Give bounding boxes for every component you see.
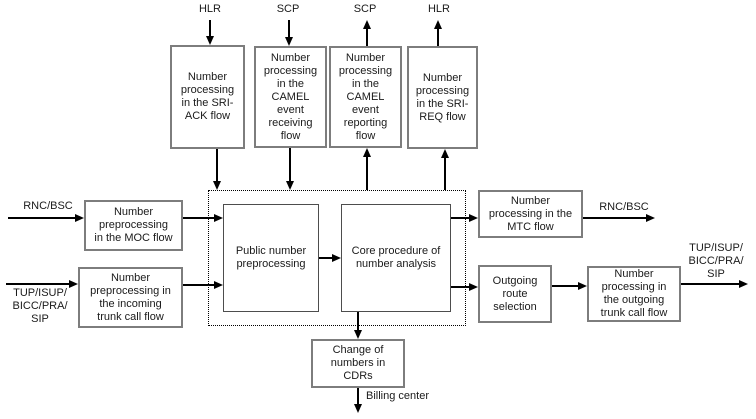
arrow-moc-to-public-head: [214, 213, 223, 222]
label-scp-out: SCP: [353, 3, 377, 15]
label-rnc-bsc-out: RNC/BSC: [599, 201, 649, 213]
arrow-analysis-to-camel-reporting-line: [366, 156, 368, 190]
arrow-mtc-to-rnc-bsc-head: [646, 213, 655, 222]
analysis-region-dotted-box: [208, 190, 466, 326]
node-camel-event-receiving-flow: Number processing in the CAMEL event rec…: [254, 46, 327, 148]
arrow-core-to-mtc-head: [469, 213, 478, 222]
arrow-public-to-core-line: [319, 257, 332, 259]
label-scp-in: SCP: [276, 3, 300, 15]
node-mtc-flow-processing: Number processing in the MTC flow: [478, 190, 583, 238]
label-billing-center: Billing center: [366, 390, 429, 402]
arrow-route-to-outgoing-trunk-head: [578, 281, 587, 290]
arrow-analysis-to-sri-req-head: [440, 149, 449, 158]
arrow-moc-to-public-line: [183, 217, 214, 219]
arrow-mtc-to-rnc-bsc-line: [583, 217, 646, 219]
arrow-analysis-to-sri-req-line: [444, 157, 446, 190]
arrow-public-to-core-head: [332, 253, 341, 262]
arrow-trunk-in-to-incoming-head: [69, 279, 78, 288]
label-trunk-protocols-out: TUP/ISUP/ BICC/PRA/ SIP: [688, 242, 744, 280]
arrow-core-to-outgoing-route-line: [451, 286, 469, 288]
arrow-analysis-to-camel-reporting-head: [362, 148, 371, 157]
node-sri-req-flow: Number processing in the SRI- REQ flow: [407, 46, 478, 149]
arrow-sri-ack-to-analysis-head: [212, 181, 221, 190]
arrow-sri-ack-to-analysis-line: [216, 149, 218, 182]
arrow-core-to-cdr-head: [353, 330, 362, 339]
arrow-camel-reporting-to-scp-head: [362, 20, 371, 29]
arrow-outgoing-trunk-to-trunk-out-line: [681, 283, 739, 285]
arrow-cdr-to-billing-line: [357, 388, 359, 405]
arrow-outgoing-trunk-to-trunk-out-head: [739, 279, 748, 288]
arrow-hlr-to-sri-ack-head: [205, 36, 214, 45]
node-moc-flow-preprocessing: Number preprocessing in the MOC flow: [84, 200, 183, 251]
arrow-route-to-outgoing-trunk-line: [552, 285, 578, 287]
arrow-incoming-to-public-head: [214, 280, 223, 289]
node-sri-ack-flow: Number processing in the SRI- ACK flow: [170, 45, 245, 149]
arrow-hlr-to-sri-ack-line: [209, 20, 211, 37]
node-cdr-number-change: Change of numbers in CDRs: [311, 339, 405, 388]
arrow-camel-reporting-to-scp-line: [366, 28, 368, 46]
arrow-camel-receiving-to-analysis-head: [285, 181, 294, 190]
node-incoming-trunk-preprocessing: Number preprocessing in the incoming tru…: [78, 267, 183, 328]
label-hlr-in: HLR: [198, 3, 221, 15]
arrow-core-to-outgoing-route-head: [469, 282, 478, 291]
arrow-sri-req-to-hlr-head: [433, 20, 442, 29]
label-rnc-bsc-in: RNC/BSC: [23, 200, 73, 212]
arrow-camel-receiving-to-analysis-line: [289, 148, 291, 182]
arrow-trunk-in-to-incoming-line: [6, 283, 69, 285]
node-camel-event-reporting-flow: Number processing in the CAMEL event rep…: [329, 46, 402, 148]
arrow-cdr-to-billing-head: [353, 404, 362, 413]
node-outgoing-route-selection: Outgoing route selection: [478, 265, 552, 323]
node-outgoing-trunk-processing: Number processing in the outgoing trunk …: [587, 266, 681, 322]
arrow-scp-to-camel-receiving-head: [284, 37, 293, 46]
node-core-number-analysis: Core procedure of number analysis: [341, 204, 451, 312]
arrow-sri-req-to-hlr-line: [437, 28, 439, 46]
arrow-incoming-to-public-line: [183, 284, 214, 286]
arrow-rnc-bsc-to-moc-head: [75, 213, 84, 222]
node-public-number-preprocessing: Public number preprocessing: [223, 204, 319, 312]
arrow-core-to-mtc-line: [451, 217, 469, 219]
label-trunk-protocols-in: TUP/ISUP/ BICC/PRA/ SIP: [12, 287, 68, 325]
arrow-rnc-bsc-to-moc-line: [8, 217, 75, 219]
label-hlr-out: HLR: [427, 3, 450, 15]
arrow-scp-to-camel-receiving-line: [288, 20, 290, 38]
arrow-core-to-cdr-line: [357, 312, 359, 331]
